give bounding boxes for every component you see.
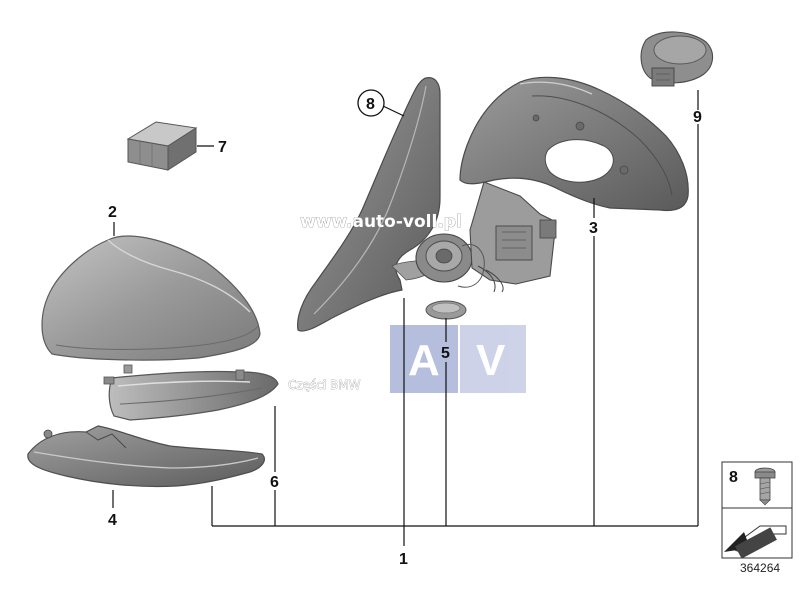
- part-4-base-trim: [27, 425, 265, 488]
- callout-1: 1: [399, 551, 408, 568]
- callout-8-ring: [357, 89, 385, 117]
- callout-5: 5: [441, 345, 450, 362]
- installation-arrow-icon: [724, 525, 787, 559]
- callout-4: 4: [108, 512, 117, 529]
- mirror-motor-assembly: [415, 181, 557, 293]
- callout-8: 8: [366, 96, 375, 113]
- part-3-mirror-housing: [459, 76, 689, 212]
- screw-icon: [754, 467, 776, 506]
- watermark-logo: A V: [390, 325, 526, 393]
- diagram-id: 364264: [740, 561, 780, 575]
- callout-7: 7: [218, 139, 227, 156]
- watermark-url: www.auto-voll.pl: [300, 212, 462, 232]
- leader-lines: [112, 90, 699, 546]
- inset-label: 8: [729, 469, 738, 486]
- watermark-logo-letter-v: V: [476, 336, 506, 385]
- part-7-block: [126, 121, 198, 171]
- watermark-caption: Części BMW: [288, 378, 361, 392]
- watermark-logo-letter-a: A: [408, 336, 440, 385]
- inset-screw-box: 8: [721, 461, 793, 559]
- part-6-indicator-strip: [103, 364, 279, 421]
- callout-9: 9: [693, 109, 702, 126]
- part-5-small-cap: [425, 300, 467, 320]
- callout-3: 3: [589, 220, 598, 237]
- callout-6: 6: [270, 474, 279, 491]
- part-2-mirror-cap: [41, 235, 261, 361]
- part-9-adjustment-motor: [640, 31, 714, 87]
- callout-2: 2: [108, 204, 117, 221]
